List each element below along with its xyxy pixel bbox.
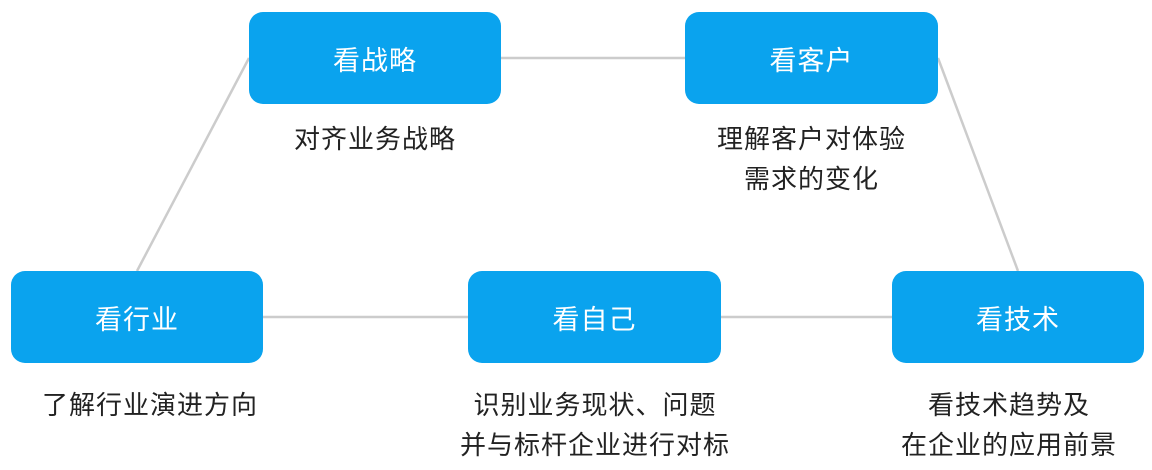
connector-industry-strategy bbox=[135, 57, 251, 272]
desc-customer: 理解客户对体验 需求的变化 bbox=[670, 120, 953, 200]
node-self: 看自己 bbox=[468, 271, 721, 363]
desc-tech-line-2: 在企业的应用前景 bbox=[900, 431, 1117, 461]
desc-self-line-2: 并与标杆企业进行对标 bbox=[459, 431, 730, 461]
desc-industry: 了解行业演进方向 bbox=[0, 386, 300, 426]
node-tech: 看技术 bbox=[892, 271, 1144, 363]
desc-strategy: 对齐业务战略 bbox=[249, 120, 501, 160]
node-customer: 看客户 bbox=[685, 12, 938, 104]
node-tech-label: 看技术 bbox=[976, 304, 1060, 336]
desc-customer-line-1: 理解客户对体验 bbox=[716, 125, 906, 155]
node-strategy-label: 看战略 bbox=[333, 45, 417, 77]
desc-industry-line-1: 了解行业演进方向 bbox=[41, 391, 258, 421]
desc-tech: 看技术趋势及 在企业的应用前景 bbox=[868, 386, 1150, 466]
node-industry: 看行业 bbox=[11, 271, 263, 363]
desc-strategy-line-1: 对齐业务战略 bbox=[293, 125, 456, 155]
node-strategy: 看战略 bbox=[249, 12, 501, 104]
node-industry-label: 看行业 bbox=[95, 304, 179, 336]
desc-self-line-1: 识别业务现状、问题 bbox=[473, 391, 717, 421]
connector-customer-tech bbox=[936, 57, 1020, 272]
desc-customer-line-2: 需求的变化 bbox=[743, 165, 879, 195]
desc-tech-line-1: 看技术趋势及 bbox=[927, 391, 1090, 421]
node-customer-label: 看客户 bbox=[769, 45, 854, 77]
desc-self: 识别业务现状、问题 并与标杆企业进行对标 bbox=[420, 386, 770, 466]
node-self-label: 看自己 bbox=[552, 304, 637, 336]
